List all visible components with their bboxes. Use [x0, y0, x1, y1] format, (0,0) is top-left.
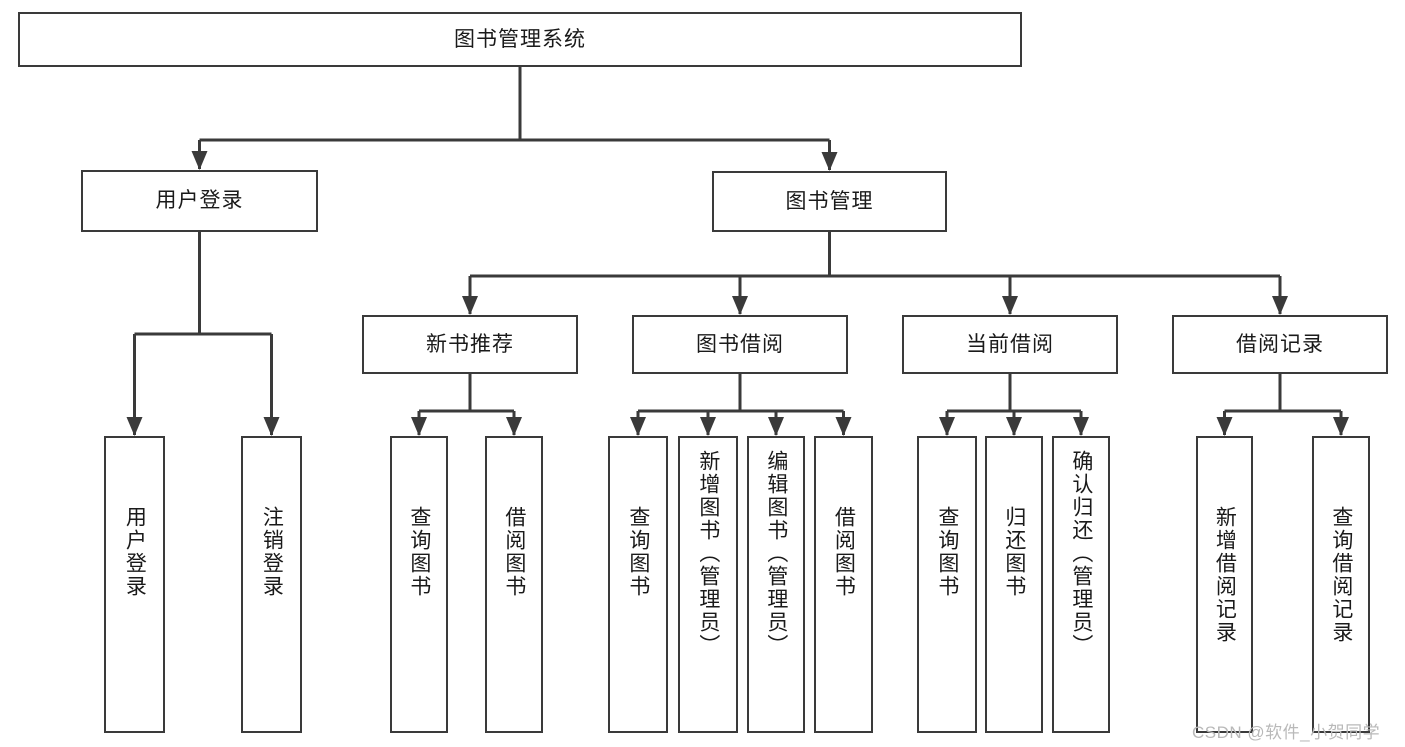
node-label: 借阅记录	[1236, 332, 1324, 356]
node-l3[interactable]: 查询图书	[390, 436, 448, 733]
node-label: 注销登录	[260, 506, 284, 598]
node-l4[interactable]: 借阅图书	[485, 436, 543, 733]
node-label: 归还图书	[1002, 506, 1026, 598]
node-l6[interactable]: 新增图书（管理员）	[678, 436, 738, 733]
node-l5[interactable]: 查询图书	[608, 436, 668, 733]
node-l8[interactable]: 借阅图书	[814, 436, 873, 733]
node-label: 查询图书	[935, 506, 959, 598]
node-l13[interactable]: 查询借阅记录	[1312, 436, 1370, 733]
node-l9[interactable]: 查询图书	[917, 436, 977, 733]
node-label: 图书借阅	[696, 332, 784, 356]
node-l7[interactable]: 编辑图书（管理员）	[747, 436, 805, 733]
node-label: 查询借阅记录	[1329, 506, 1353, 644]
watermark-label: CSDN @软件_小贺同学	[1192, 723, 1381, 742]
node-bookmgmt[interactable]: 图书管理	[712, 171, 947, 232]
node-label: 确认归还（管理员）	[1069, 450, 1093, 657]
node-label: 编辑图书（管理员）	[764, 450, 788, 657]
node-label: 查询图书	[626, 506, 650, 598]
node-label: 借阅图书	[502, 506, 526, 598]
node-label: 新增图书（管理员）	[696, 450, 720, 657]
node-records[interactable]: 借阅记录	[1172, 315, 1388, 374]
node-label: 新增借阅记录	[1213, 506, 1237, 644]
node-label: 新书推荐	[426, 332, 514, 356]
node-label: 借阅图书	[832, 506, 856, 598]
node-l2[interactable]: 注销登录	[241, 436, 302, 733]
node-login[interactable]: 用户登录	[81, 170, 318, 232]
node-label: 当前借阅	[966, 332, 1054, 356]
node-l10[interactable]: 归还图书	[985, 436, 1043, 733]
node-newbook[interactable]: 新书推荐	[362, 315, 578, 374]
node-current[interactable]: 当前借阅	[902, 315, 1118, 374]
node-l12[interactable]: 新增借阅记录	[1196, 436, 1253, 733]
node-label: 图书管理	[785, 189, 874, 213]
node-l1[interactable]: 用户登录	[104, 436, 165, 733]
node-root[interactable]: 图书管理系统	[18, 12, 1022, 67]
node-borrow[interactable]: 图书借阅	[632, 315, 848, 374]
node-label: 查询图书	[407, 506, 431, 598]
node-l11[interactable]: 确认归还（管理员）	[1052, 436, 1110, 733]
node-label: 图书管理系统	[454, 27, 586, 51]
node-label: 用户登录	[155, 189, 244, 213]
node-label: 用户登录	[123, 506, 147, 598]
